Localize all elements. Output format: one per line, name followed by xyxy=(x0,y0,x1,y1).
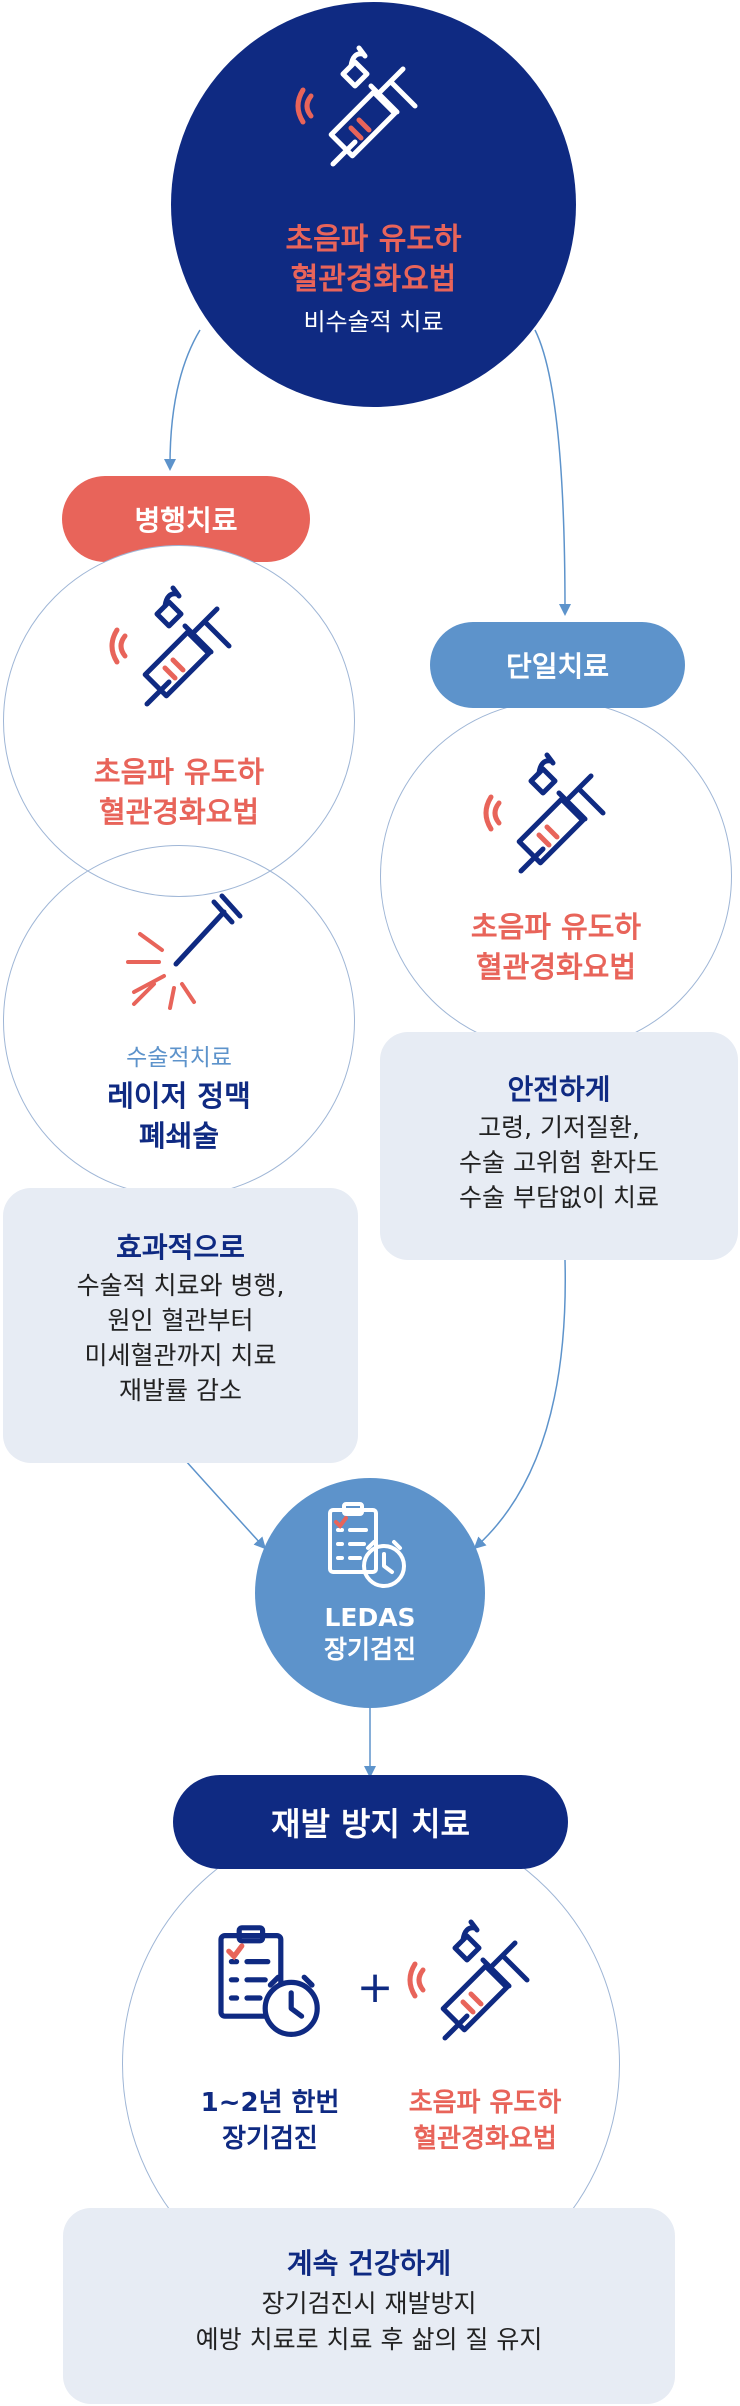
checklist-clock-icon xyxy=(218,1925,320,2037)
ledas-circle: LEDAS 장기검진 xyxy=(255,1478,485,1708)
top-circle: 초음파 유도하 혈관경화요법 비수술적 치료 xyxy=(171,2,576,407)
syringe-icon xyxy=(109,585,232,707)
bottom-panel-title: 계속 건강하게 xyxy=(286,2247,452,2280)
single-treatment-pill: 단일치료 xyxy=(430,622,685,708)
syringe-icon xyxy=(407,1919,530,2041)
left-circle-laser: 수술적치료 레이저 정맥 폐쇄술 xyxy=(3,845,355,1197)
combined-treatment-pill: 병행치료 xyxy=(62,476,310,562)
left-panel-line3: 미세혈관까지 치료 xyxy=(84,1341,277,1370)
syringe-icon xyxy=(483,752,606,874)
top-subtitle: 비수술적 치료 xyxy=(303,308,444,336)
left-circle1-line2: 혈관경화요법 xyxy=(98,795,260,829)
left-circle1-line1: 초음파 유도하 xyxy=(93,755,265,789)
recurrence-prevention-label: 재발 방지 치료 xyxy=(271,1805,470,1843)
right-circle-line1: 초음파 유도하 xyxy=(470,910,642,944)
combined-treatment-label: 병행치료 xyxy=(134,504,238,537)
right-panel-line3: 수술 부담없이 치료 xyxy=(459,1183,659,1212)
bottom-sclero-line2: 혈관경화요법 xyxy=(413,2124,557,2154)
bottom-health-panel: 계속 건강하게 장기검진시 재발방지 예방 치료로 치료 후 삶의 질 유지 xyxy=(63,2208,675,2404)
syringe-icon xyxy=(295,45,418,167)
bottom-panel-line2: 예방 치료로 치료 후 삶의 질 유지 xyxy=(195,2325,543,2354)
checkup-line2: 장기검진 xyxy=(222,2124,318,2154)
bottom-panel-line1: 장기검진시 재발방지 xyxy=(261,2289,477,2318)
right-circle-sclerotherapy: 초음파 유도하 혈관경화요법 xyxy=(380,700,732,1052)
checklist-clock-icon xyxy=(328,1502,406,1588)
left-panel-line4: 재발률 감소 xyxy=(119,1376,242,1405)
right-circle-line2: 혈관경화요법 xyxy=(475,950,637,984)
top-title-line2: 혈관경화요법 xyxy=(290,262,457,297)
left-effect-panel: 효과적으로 수술적 치료와 병행, 원인 혈관부터 미세혈관까지 치료 재발률 … xyxy=(3,1188,358,1463)
ledas-line1: LEDAS xyxy=(324,1603,416,1632)
left-panel-title: 효과적으로 xyxy=(116,1231,245,1264)
plus-icon: + xyxy=(356,1962,394,2013)
right-panel-line2: 수술 고위험 환자도 xyxy=(459,1148,659,1177)
bottom-sclero-line1: 초음파 유도하 xyxy=(408,2088,562,2118)
right-panel-title: 안전하게 xyxy=(507,1073,611,1106)
ledas-line2: 장기검진 xyxy=(323,1635,416,1664)
laser-title-line1: 레이저 정맥 xyxy=(107,1079,251,1113)
laser-subtitle: 수술적치료 xyxy=(126,1045,232,1071)
recurrence-prevention-pill: 재발 방지 치료 xyxy=(173,1775,568,1869)
left-panel-line1: 수술적 치료와 병행, xyxy=(76,1271,285,1300)
left-circle-sclerotherapy: 초음파 유도하 혈관경화요법 xyxy=(3,545,355,897)
left-panel-line2: 원인 혈관부터 xyxy=(107,1306,254,1335)
laser-title-line2: 폐쇄술 xyxy=(138,1119,220,1153)
checkup-line1: 1~2년 한번 xyxy=(200,2088,340,2118)
right-safety-panel: 안전하게 고령, 기저질환, 수술 고위험 환자도 수술 부담없이 치료 xyxy=(380,1032,738,1260)
right-panel-line1: 고령, 기저질환, xyxy=(478,1113,640,1142)
laser-icon xyxy=(126,893,243,1010)
single-treatment-label: 단일치료 xyxy=(505,650,610,683)
top-title-line1: 초음파 유도하 xyxy=(285,222,462,257)
